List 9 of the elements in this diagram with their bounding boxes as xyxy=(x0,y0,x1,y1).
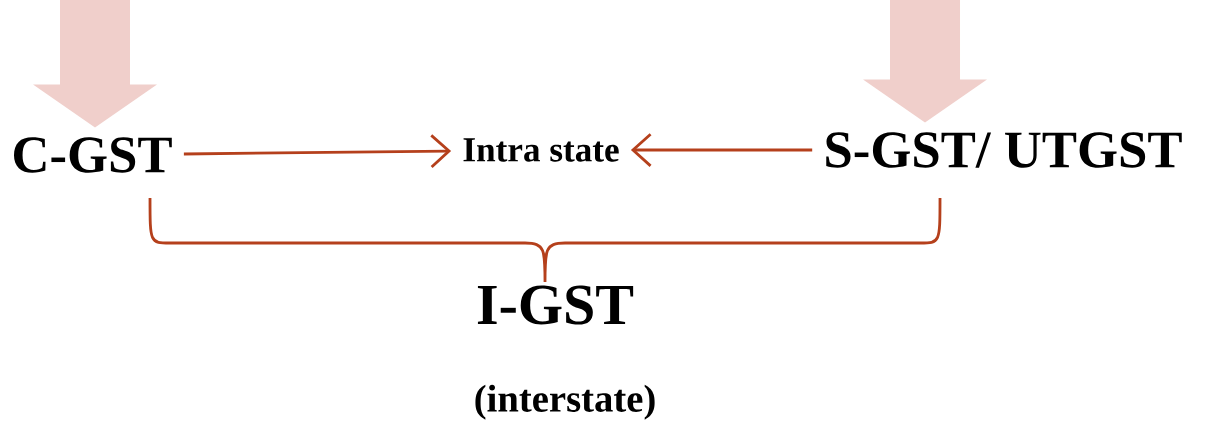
term-label: S-GST/ UTGST xyxy=(826,132,1182,168)
term-label: Intra state xyxy=(463,138,619,162)
arrow xyxy=(183,134,452,169)
term-label: I-GST xyxy=(477,285,634,325)
note-text: (interstate) xyxy=(475,384,655,420)
block-arrow xyxy=(33,0,157,128)
block-arrow xyxy=(863,0,987,123)
term-label: C-GST xyxy=(14,137,172,173)
arrow xyxy=(630,133,813,167)
